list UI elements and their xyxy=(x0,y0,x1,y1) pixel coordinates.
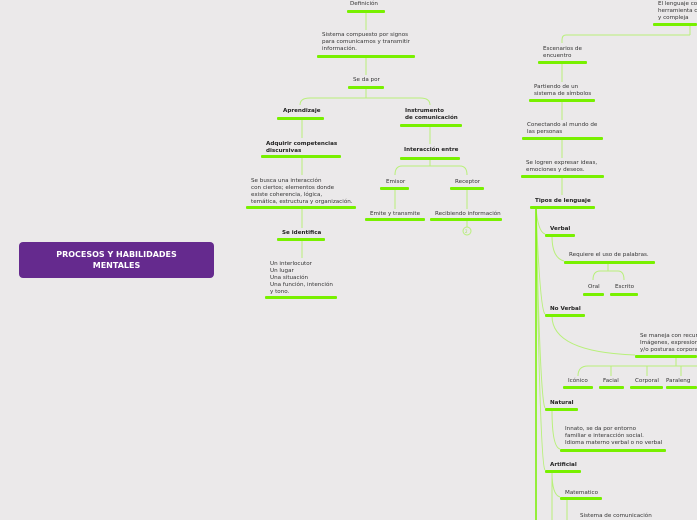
underline xyxy=(347,10,385,13)
underline xyxy=(521,175,604,178)
underline xyxy=(545,314,585,317)
underline xyxy=(400,124,462,127)
node-natural[interactable]: Natural xyxy=(550,400,574,406)
underline xyxy=(599,386,624,389)
underline xyxy=(666,386,697,389)
underline xyxy=(246,206,356,209)
underline xyxy=(530,206,595,209)
underline xyxy=(560,497,602,500)
node-instrumento[interactable]: Instrumento de comunicación xyxy=(405,108,458,121)
node-verbal[interactable]: Verbal xyxy=(550,226,571,232)
node-un-interlocutor[interactable]: Un interlocutor Un lugar Una situación U… xyxy=(270,261,333,295)
collapsed-count-badge[interactable]: 2 xyxy=(465,229,468,234)
node-partiendo[interactable]: Partiendo de un sistema de símbolos xyxy=(534,84,592,97)
underline xyxy=(560,449,666,452)
node-adquirir[interactable]: Adquirir competencias discursivas xyxy=(266,141,338,154)
node-emisor[interactable]: Emisor xyxy=(386,179,406,185)
underline xyxy=(545,234,575,237)
central-node[interactable]: PROCESOS Y HABILIDADES MENTALES xyxy=(19,242,214,278)
underline xyxy=(380,187,409,190)
node-oral[interactable]: Oral xyxy=(588,284,600,290)
node-definicion[interactable]: Definición xyxy=(350,1,378,7)
node-sistema-comunicacion[interactable]: Sistema de comunicación xyxy=(580,513,652,519)
underline xyxy=(630,386,663,389)
node-se-busca[interactable]: Se busca una interacción con ciertos; el… xyxy=(251,178,353,205)
collapse-toggle-circle xyxy=(462,226,472,236)
underline xyxy=(635,355,697,358)
node-corporal[interactable]: Corporal xyxy=(635,378,659,384)
node-interaccion[interactable]: Interacción entre xyxy=(404,147,459,153)
underline xyxy=(563,386,593,389)
node-sistema[interactable]: Sistema compuesto por signos para comuni… xyxy=(322,32,410,52)
underline xyxy=(348,86,384,89)
node-se-logren[interactable]: Se logren expresar ideas, emociones y de… xyxy=(526,160,598,173)
underline xyxy=(529,99,595,102)
underline xyxy=(653,23,697,26)
node-receptor[interactable]: Receptor xyxy=(455,179,481,185)
node-recibiendo[interactable]: Recibiendo información xyxy=(435,211,501,217)
underline xyxy=(317,55,415,58)
underline xyxy=(610,293,638,296)
node-facial[interactable]: Facial xyxy=(603,378,619,384)
node-escenarios[interactable]: Escenarios de encuentro xyxy=(543,46,582,59)
underline xyxy=(545,470,581,473)
node-aprendizaje[interactable]: Aprendizaje xyxy=(283,108,321,114)
underline xyxy=(564,261,655,264)
underline xyxy=(545,408,578,411)
underline xyxy=(277,238,325,241)
underline xyxy=(261,155,341,158)
underline xyxy=(522,137,603,140)
underline xyxy=(365,218,425,221)
node-se-identifica[interactable]: Se identifica xyxy=(282,230,322,236)
node-emite[interactable]: Emite y transmite xyxy=(370,211,421,217)
node-el-lenguaje[interactable]: El lenguaje co herramienta c y compleja xyxy=(658,1,697,21)
underline xyxy=(277,117,324,120)
node-escrito[interactable]: Escrito xyxy=(615,284,634,290)
node-innato[interactable]: Innato, se da por entorno familiar e int… xyxy=(565,426,663,446)
underline xyxy=(450,187,484,190)
node-tipos[interactable]: Tipos de lenguaje xyxy=(535,198,591,204)
underline xyxy=(265,296,337,299)
node-iconico[interactable]: Icónico xyxy=(568,378,588,384)
node-se-da-por[interactable]: Se da por xyxy=(353,77,380,83)
node-se-maneja[interactable]: Se maneja con recur Imágenes, expresion … xyxy=(640,333,697,353)
underline xyxy=(430,218,502,221)
node-no-verbal[interactable]: No Verbal xyxy=(550,306,581,312)
node-conectando[interactable]: Conectando al mundo de las personas xyxy=(527,122,598,135)
underline xyxy=(538,61,587,64)
node-artificial[interactable]: Artificial xyxy=(550,462,577,468)
underline xyxy=(583,293,604,296)
node-requiere[interactable]: Requiere el uso de palabras. xyxy=(569,252,649,258)
node-paraleng[interactable]: Paraleng xyxy=(666,378,691,384)
underline xyxy=(400,157,460,160)
node-matematico[interactable]: Matematico xyxy=(565,490,599,496)
